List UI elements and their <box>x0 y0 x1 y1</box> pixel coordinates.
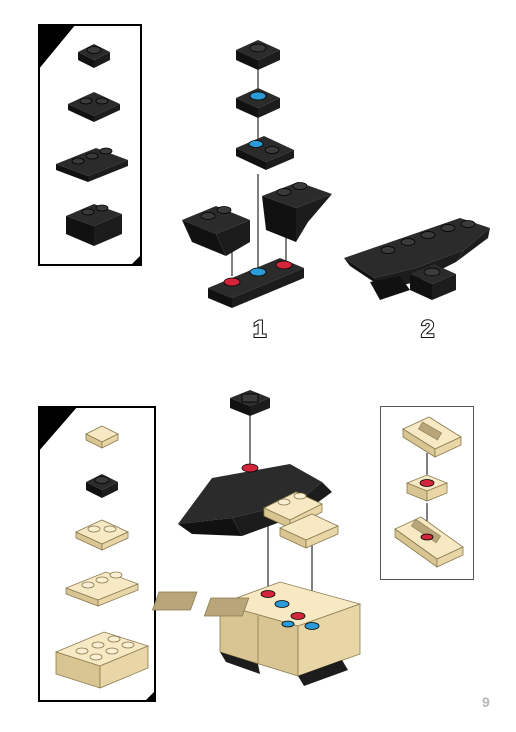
plate-1x1-black-icon <box>82 470 122 500</box>
plate-1x1-black-icon <box>236 40 280 70</box>
slope-2x2-black-icon <box>182 206 250 256</box>
plate-1x2-tan-icon <box>72 516 132 552</box>
brick-2x3-tan-icon <box>52 626 152 692</box>
inset-assembly <box>381 407 474 580</box>
plate-1x1-black-icon <box>236 88 280 118</box>
tile-1x1-tan-icon <box>407 475 447 501</box>
plate-1x3-black-icon <box>52 144 132 184</box>
slope-2x2-black-icon <box>262 182 332 242</box>
step-3-assembly <box>172 386 372 696</box>
plate-1x1-black-icon <box>230 390 270 416</box>
plate-1x2-black-icon <box>236 136 294 170</box>
sub-assembly-inset <box>380 406 474 580</box>
parts-list-tan <box>38 406 156 702</box>
plate-1x1-black-icon <box>74 40 114 70</box>
tile-1x1-tan-icon <box>82 422 122 452</box>
page-number: 9 <box>482 694 490 710</box>
step-1-assembly <box>176 36 336 316</box>
slope-2x2-black-icon <box>60 198 130 254</box>
plate-1x2-tan-icon <box>403 417 461 457</box>
step-number-1: 1 <box>253 316 266 344</box>
parts-list-black <box>38 24 142 266</box>
brick-2x3-tan-icon <box>152 582 360 686</box>
step-2-assembly <box>340 210 500 310</box>
plate-1x2-black-icon <box>64 88 124 124</box>
step-number-2: 2 <box>421 316 434 344</box>
plate-1x3-black-icon <box>208 258 304 308</box>
plate-1x2-tan-icon <box>395 517 463 567</box>
plate-1x3-tan-icon <box>62 568 142 608</box>
